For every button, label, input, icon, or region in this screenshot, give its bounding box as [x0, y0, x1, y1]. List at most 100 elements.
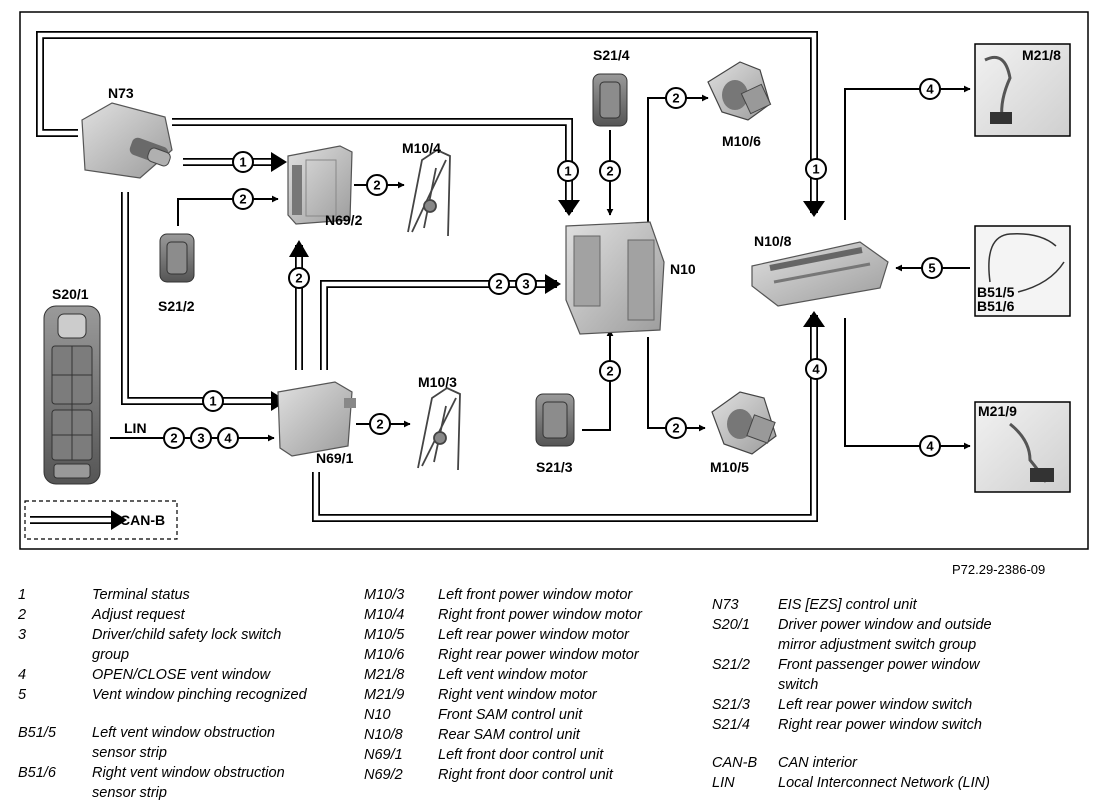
legend-key: LIN — [712, 775, 735, 791]
legend-text: Left rear power window switch — [778, 697, 973, 713]
legend-key: N69/2 — [364, 767, 403, 783]
legend-entry: N10/8 Rear SAM control unit — [364, 725, 694, 745]
s21-4-switch-image — [592, 73, 628, 127]
label-n69-1: N69/1 — [316, 450, 354, 466]
legend-text: CAN interior — [778, 755, 857, 771]
legend-key: M10/6 — [364, 647, 405, 663]
svg-text:2: 2 — [672, 91, 679, 106]
legend-text: Left rear power window motor — [438, 627, 629, 643]
circle-4: 4 — [805, 358, 827, 380]
legend-entry: M10/4 Right front power window motor — [364, 605, 694, 625]
circle-2: 2 — [488, 273, 510, 295]
legend-entry: 4 OPEN/CLOSE vent window — [18, 665, 338, 685]
signal-number-circles: 1 2 2 2 2 3 1 2 2 1 4 5 4 4 2 2 1 2 2 3 … — [163, 78, 943, 457]
svg-text:2: 2 — [672, 421, 679, 436]
svg-text:2: 2 — [373, 178, 380, 193]
svg-text:1: 1 — [239, 155, 246, 170]
legend-key: M10/4 — [364, 607, 405, 623]
circle-2: 2 — [288, 267, 310, 289]
circle-2: 2 — [366, 174, 388, 196]
circle-2: 2 — [599, 360, 621, 382]
n10-8-rear-sam-image — [751, 241, 889, 307]
n10-front-sam-image — [565, 221, 665, 335]
label-m21-9: M21/9 — [978, 403, 1017, 419]
wiring-diagram: 1 2 2 2 2 3 1 2 2 1 4 5 4 4 2 2 1 2 2 3 … — [19, 11, 1089, 550]
can-b-legend-box — [24, 500, 178, 540]
can-b-arrowheads — [111, 152, 825, 530]
figure-reference: P72.29-2386-09 — [952, 562, 1046, 577]
legend-key: N10/8 — [364, 727, 403, 743]
legend-key: N69/1 — [364, 747, 403, 763]
legend-text: EIS [EZS] control unit — [778, 597, 917, 613]
legend-key: N10 — [364, 707, 391, 723]
label-lin: LIN — [124, 420, 147, 436]
label-b51-5: B51/5 — [977, 284, 1015, 300]
m10-5-motor-image — [711, 391, 777, 455]
circle-2: 2 — [369, 413, 391, 435]
legend-text: Right front power window motor — [438, 607, 642, 623]
legend-entry: S21/3 Left rear power window switch — [712, 695, 1042, 715]
circle-4: 4 — [217, 427, 239, 449]
legend-text: Right vent window obstruction sensor str… — [92, 765, 285, 801]
legend-entry: M21/8 Left vent window motor — [364, 665, 694, 685]
legend-text: Left vent window motor — [438, 667, 588, 683]
legend-key: S21/3 — [712, 697, 750, 713]
circle-2: 2 — [163, 427, 185, 449]
circle-3: 3 — [190, 427, 212, 449]
label-m10-3: M10/3 — [418, 374, 457, 390]
legend-entry: CAN-B CAN interior — [712, 753, 1042, 773]
legend-text: Rear SAM control unit — [438, 727, 580, 743]
label-m10-6: M10/6 — [722, 133, 761, 149]
circle-4: 4 — [919, 435, 941, 457]
svg-text:1: 1 — [209, 394, 216, 409]
m21-9-vent-motor-image — [974, 401, 1071, 493]
m10-4-window-motor-image — [407, 148, 451, 237]
legend-key: S21/4 — [712, 717, 750, 733]
legend-key: M21/8 — [364, 667, 405, 683]
legend-text: Left front power window motor — [438, 587, 633, 603]
legend-text: Left front door control unit — [438, 747, 604, 763]
svg-text:2: 2 — [170, 431, 177, 446]
circle-1: 1 — [232, 151, 254, 173]
svg-text:4: 4 — [926, 82, 934, 97]
label-n10-8: N10/8 — [754, 233, 792, 249]
b51-sensor-strip-image — [974, 225, 1071, 317]
svg-text:2: 2 — [295, 271, 302, 286]
n69-1-control-unit-image — [277, 381, 356, 457]
legend-key: 1 — [18, 587, 27, 603]
label-m21-8: M21/8 — [1022, 47, 1061, 63]
legend-text: Front SAM control unit — [438, 707, 583, 723]
label-s21-2: S21/2 — [158, 298, 195, 314]
svg-text:3: 3 — [522, 277, 529, 292]
label-m10-5: M10/5 — [710, 459, 749, 475]
legend-key: B51/5 — [18, 725, 56, 741]
label-n73: N73 — [108, 85, 134, 101]
legend-key: CAN-B — [712, 755, 758, 771]
legend-key: 4 — [18, 667, 27, 683]
svg-text:2: 2 — [495, 277, 502, 292]
label-can-b: CAN-B — [120, 512, 165, 528]
legend-text: OPEN/CLOSE vent window — [92, 667, 271, 683]
svg-text:1: 1 — [564, 164, 571, 179]
legend-text: Right vent window motor — [438, 687, 597, 703]
legend-key: N73 — [712, 597, 739, 613]
s21-3-switch-image — [535, 393, 575, 447]
legend-key: S20/1 — [712, 617, 750, 633]
diagram-frame — [19, 11, 1089, 550]
label-s21-3: S21/3 — [536, 459, 573, 475]
legend-entry: N69/1 Left front door control unit — [364, 745, 694, 765]
circle-2: 2 — [232, 188, 254, 210]
label-s21-4: S21/4 — [593, 47, 630, 63]
n73-ignition-unit-image — [81, 102, 173, 179]
svg-text:2: 2 — [376, 417, 383, 432]
label-m10-4: M10/4 — [402, 140, 441, 156]
